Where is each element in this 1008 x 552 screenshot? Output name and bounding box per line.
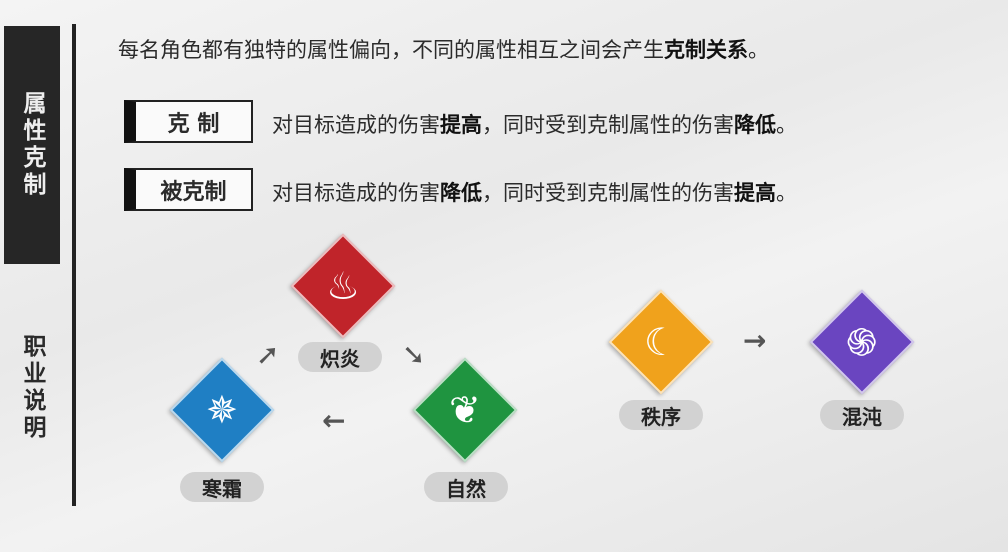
sun-moon-icon: ☾ [608,289,714,395]
tab-attribute-counter[interactable]: 属性克制 [4,26,60,264]
frost-label: 寒霜 [180,472,264,502]
countered-description: 对目标造成的伤害降低，同时受到克制属性的伤害提高。 [272,177,797,207]
fire-label: 炽炎 [298,342,382,372]
tab-label: 属性克制 [19,91,45,199]
t: 降低 [440,181,482,205]
intro-body: 每名角色都有独特的属性偏向，不同的属性相互之间会产生 [118,38,664,62]
intro-bold: 克制关系 [664,38,748,62]
nature-label: 自然 [424,472,508,502]
intro-text: 每名角色都有独特的属性偏向，不同的属性相互之间会产生克制关系。 [118,34,769,64]
chaos-glyph: ֍ [846,320,878,365]
t: 提高 [440,113,482,137]
arrow-down-right-icon: ➘ [402,338,426,371]
order-label: 秩序 [619,400,703,430]
divider [72,24,76,506]
countered-tag: 被克制 [124,168,253,211]
counter-tag: 克 制 [124,100,253,143]
swirl-icon: ֍ [809,289,915,395]
intro-end: 。 [748,38,769,62]
snowflake-icon: ✵ [169,357,275,463]
tab-label: 职业说明 [19,334,45,442]
arrow-up-right-icon: ➚ [256,338,280,371]
fire-icon: ♨ [290,233,396,339]
counter-description: 对目标造成的伤害提高，同时受到克制属性的伤害降低。 [272,109,797,139]
t: ，同时受到克制属性的伤害 [482,181,734,205]
tab-class-description[interactable]: 职业说明 [4,328,60,448]
t: 降低 [734,113,776,137]
leaf-icon: ❦ [412,357,518,463]
arrow-right-icon: → [743,324,767,357]
order-glyph: ☾ [643,319,679,364]
t: 对目标造成的伤害 [272,113,440,137]
t: 。 [776,113,797,137]
t: ，同时受到克制属性的伤害 [482,113,734,137]
nature-glyph: ❦ [449,388,481,432]
t: 提高 [734,181,776,205]
frost-glyph: ✵ [206,388,238,432]
fire-glyph: ♨ [325,263,361,308]
t: 。 [776,181,797,205]
chaos-label: 混沌 [820,400,904,430]
arrow-left-icon: ← [322,404,346,437]
t: 对目标造成的伤害 [272,181,440,205]
